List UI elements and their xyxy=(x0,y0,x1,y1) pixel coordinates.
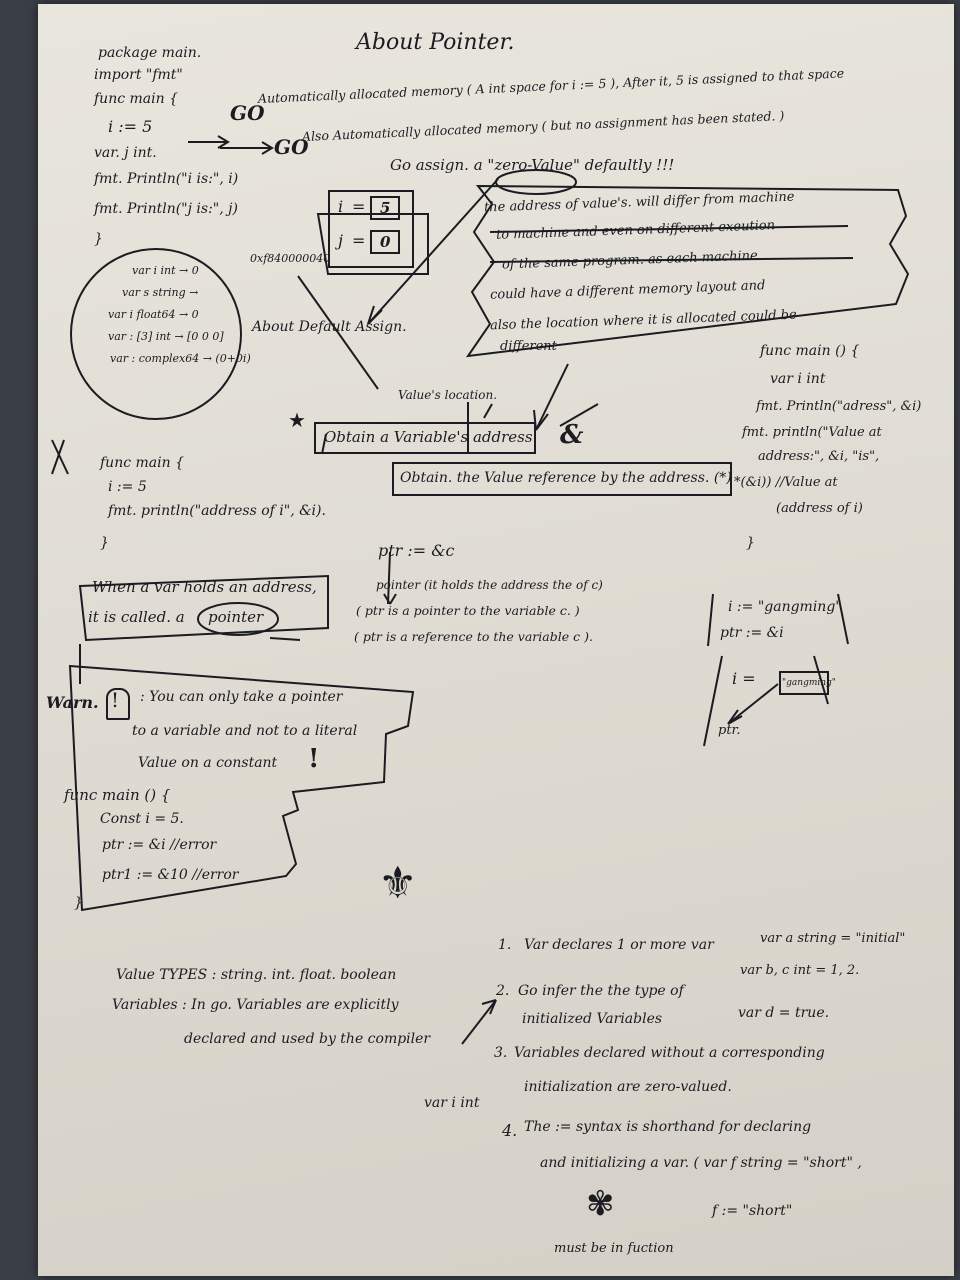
ampersand-mark: & xyxy=(560,420,584,450)
code-line: fmt. println("address of i", &i). xyxy=(108,503,326,519)
warn-code-line: } xyxy=(74,895,83,911)
machine-note-line: different xyxy=(500,339,557,354)
default-item: var s string → xyxy=(122,286,199,299)
default-item: var : complex64 → (0+0i) xyxy=(110,352,251,365)
shell-doodle-icon: ⚜ xyxy=(378,858,418,909)
memory-diagram: i = 5 j = 0 xyxy=(328,190,414,268)
diagram-i-value: "gangming" xyxy=(782,678,836,688)
obtain-value-text: Obtain. the Value reference by the addre… xyxy=(400,470,732,486)
ink-strokes xyxy=(51,135,910,1045)
code-line: i := 5 xyxy=(108,479,147,495)
code-line: func main { xyxy=(100,455,184,471)
zero-value-note: Go assign. a "zero-Value" defaultly !!! xyxy=(390,156,675,174)
exclamation-icon: ! xyxy=(308,744,320,774)
default-item: var i int → 0 xyxy=(132,264,199,277)
code-line: } xyxy=(746,535,755,551)
rule-number: 3. xyxy=(494,1045,508,1061)
rule-example: f := "short" xyxy=(712,1203,793,1219)
code-line: func main () { xyxy=(760,343,860,359)
page-title: About Pointer. xyxy=(356,30,515,55)
code-line: package main. xyxy=(98,45,202,61)
var-int-example: var i int xyxy=(424,1095,480,1111)
mem-i-cell: 5 xyxy=(370,196,400,220)
value-types-line: Value TYPES : string. int. float. boolea… xyxy=(116,967,397,983)
rule-text: Go infer the the type of xyxy=(518,983,684,999)
rule-text: Var declares 1 or more var xyxy=(524,937,714,953)
warn-icon: ! xyxy=(106,688,130,720)
code-line: fmt. Println("adress", &i) xyxy=(756,399,922,414)
rule-example: var a string = "initial" xyxy=(760,931,906,946)
mem-i-label: i xyxy=(338,197,344,216)
rule-number: 4. xyxy=(502,1121,518,1140)
code-line: address:", &i, "is", xyxy=(758,449,880,464)
rule-number: 1. xyxy=(498,937,512,953)
mem-eq: = xyxy=(352,231,366,250)
mem-j-value: 0 xyxy=(380,233,391,251)
rule-text: and initializing a var. ( var f string =… xyxy=(540,1155,862,1171)
flower-doodle-icon: ✾ xyxy=(586,1184,615,1224)
star-icon: ★ xyxy=(288,408,306,432)
code-line: ptr := &i xyxy=(720,625,784,641)
code-line: var i int xyxy=(770,371,826,387)
diagram-ptr-label: ptr. xyxy=(718,723,741,738)
pointer-word: pointer xyxy=(208,608,264,626)
notebook-page: About Pointer. package main. import "fmt… xyxy=(38,4,954,1276)
default-assign-label: About Default Assign. xyxy=(252,319,407,335)
go-mark-2: GO xyxy=(274,135,309,159)
variables-line: declared and used by the compiler xyxy=(184,1031,431,1047)
rule-text: initialized Variables xyxy=(522,1011,663,1027)
warn-code-line: func main () { xyxy=(64,786,171,804)
mem-j-cell: 0 xyxy=(370,230,400,254)
rule-example: var d = true. xyxy=(738,1005,830,1021)
rule-text: initialization are zero-valued. xyxy=(524,1079,732,1095)
warn-text: : You can only take a pointer xyxy=(140,689,343,705)
warn-code-line: Const i = 5. xyxy=(100,811,184,827)
mem-i-value: 5 xyxy=(380,199,391,217)
code-line: fmt. Println("j is:", j) xyxy=(94,201,238,217)
variables-line: Variables : In go. Variables are explici… xyxy=(112,997,399,1013)
warn-text: to a variable and not to a literal xyxy=(132,723,358,739)
ptr-definition-line: ( ptr is a reference to the variable c )… xyxy=(354,629,593,644)
default-item: var : [3] int → [0 0 0] xyxy=(108,330,224,343)
must-be-in-function-note: must be in fuction xyxy=(554,1241,674,1256)
obtain-value-box: Obtain. the Value reference by the addre… xyxy=(392,462,732,496)
rule-example: var b, c int = 1, 2. xyxy=(740,963,860,978)
warn-code-line: ptr1 := &10 //error xyxy=(102,867,239,883)
ptr-definition-code: ptr := &c xyxy=(378,541,455,560)
go-mark: GO xyxy=(230,101,265,125)
code-line: } xyxy=(100,535,109,551)
rule-number: 2. xyxy=(496,983,510,999)
rule-text: Variables declared without a correspondi… xyxy=(514,1045,825,1061)
code-line: i := "gangming" xyxy=(728,599,842,615)
ptr-definition-line: ( ptr is a pointer to the variable c. ) xyxy=(356,603,580,618)
mem-eq: = xyxy=(352,197,366,216)
code-line: i := 5 xyxy=(108,117,153,136)
code-line: import "fmt" xyxy=(94,67,183,83)
default-item: var i float64 → 0 xyxy=(108,308,199,321)
ptr-definition-line: pointer (it holds the address the of c) xyxy=(376,578,603,592)
code-line: fmt. Println("i is:", i) xyxy=(94,171,239,187)
code-line: (address of i) xyxy=(776,501,863,516)
pointer-box-line-1: When a var holds an address, xyxy=(92,578,317,596)
rule-text: The := syntax is shorthand for declaring xyxy=(524,1119,812,1135)
warn-code-line: ptr := &i //error xyxy=(102,837,217,853)
code-line: fmt. println("Value at xyxy=(742,425,882,440)
code-line: func main { xyxy=(94,91,178,107)
mem-j-label: j xyxy=(338,231,343,250)
warn-title: Warn. xyxy=(46,693,99,712)
pointer-box-line-2: it is called. a xyxy=(88,608,185,626)
value-location-label: Value's location. xyxy=(398,388,498,402)
memory-address: 0xf840000040 xyxy=(250,252,331,265)
code-line: } xyxy=(94,231,103,247)
obtain-address-box: Obtain a Variable's address xyxy=(314,422,536,454)
obtain-address-text: Obtain a Variable's address xyxy=(324,428,533,446)
code-line: var. j int. xyxy=(94,145,157,161)
diagram-i-label: i = xyxy=(732,669,756,688)
code-line: *(&i)) //Value at xyxy=(734,475,838,490)
warn-text: Value on a constant xyxy=(138,755,278,771)
